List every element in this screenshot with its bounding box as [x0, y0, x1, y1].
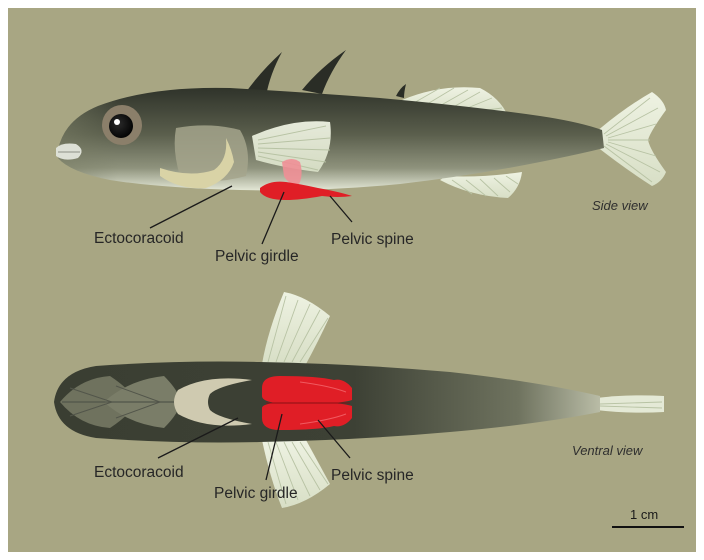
side-pelvic-girdle-label: Pelvic girdle — [215, 248, 299, 265]
ventral-view-label: Ventral view — [572, 443, 644, 458]
scale-bar-label: 1 cm — [630, 507, 658, 522]
ventral-pelvic-girdle-label: Pelvic girdle — [214, 485, 298, 502]
side-pelvic-spine-label: Pelvic spine — [331, 231, 414, 248]
side-view-label: Side view — [592, 198, 649, 213]
ventral-pelvic-spine-label: Pelvic spine — [331, 467, 414, 484]
ventral-ectocoracoid-label: Ectocoracoid — [94, 464, 184, 481]
eye — [109, 114, 133, 138]
side-ectocoracoid-label: Ectocoracoid — [94, 230, 184, 247]
